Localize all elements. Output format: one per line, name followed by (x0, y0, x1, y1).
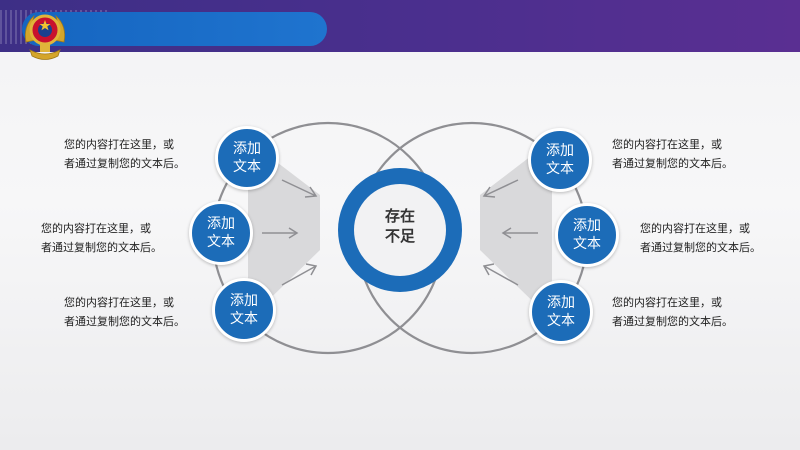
center-inner-circle (354, 184, 446, 276)
center-label-line2: 不足 (384, 227, 415, 245)
arrow-right-mid (501, 227, 538, 239)
bubble-left-mid-line2: 文本 (207, 234, 235, 250)
title-pill (22, 12, 327, 46)
bubble-right-bottom: 添加 文本 (529, 280, 593, 344)
bubble-right-top-line1: 添加 (546, 143, 574, 159)
right-highlight-wedge (480, 140, 552, 320)
text-left-bottom-line2: 者通过复制您的文本后。 (64, 315, 185, 328)
bubble-left-bottom-line2: 文本 (230, 311, 258, 327)
text-left-top-line1: 您的内容打在这里，或 (64, 138, 174, 151)
text-left-mid: 您的内容打在这里，或 者通过复制您的文本后。 (41, 219, 206, 257)
arrow-left-mid (262, 227, 299, 239)
bubble-left-mid-line1: 添加 (207, 216, 235, 232)
bubble-left-top: 添加 文本 (215, 126, 279, 190)
text-right-bottom-line2: 者通过复制您的文本后。 (612, 315, 733, 328)
text-right-mid-line2: 者通过复制您的文本后。 (640, 241, 761, 254)
arrow-left-bottom (281, 263, 318, 286)
text-right-mid: 您的内容打在这里，或 者通过复制您的文本后。 (640, 219, 800, 257)
text-right-top-line1: 您的内容打在这里，或 (612, 138, 722, 151)
text-right-top-line2: 者通过复制您的文本后。 (612, 157, 733, 170)
text-left-top: 您的内容打在这里，或 者通过复制您的文本后。 (64, 135, 229, 173)
bubble-right-mid: 添加 文本 (555, 203, 619, 267)
bubble-left-bottom-line1: 添加 (230, 293, 258, 309)
bubble-left-top-line1: 添加 (233, 141, 261, 157)
bubble-left-mid: 添加 文本 (189, 201, 253, 265)
text-right-bottom: 您的内容打在这里，或 者通过复制您的文本后。 (612, 293, 777, 331)
bubble-left-top-line2: 文本 (233, 159, 261, 175)
bubble-right-bottom-line2: 文本 (547, 313, 575, 329)
bubble-right-mid-line2: 文本 (573, 236, 601, 252)
text-left-bottom-line1: 您的内容打在这里，或 (64, 296, 174, 309)
text-right-mid-line1: 您的内容打在这里，或 (640, 222, 750, 235)
arrow-right-top (482, 179, 519, 198)
bubble-left-bottom: 添加 文本 (212, 278, 276, 342)
text-left-mid-line1: 您的内容打在这里，或 (41, 222, 151, 235)
arrow-left-top (281, 179, 318, 198)
bubble-right-mid-line1: 添加 (573, 218, 601, 234)
text-left-top-line2: 者通过复制您的文本后。 (64, 157, 185, 170)
text-right-top: 您的内容打在这里，或 者通过复制您的文本后。 (612, 135, 777, 173)
bubble-right-bottom-line1: 添加 (547, 295, 575, 311)
center-label-line1: 存在 (384, 207, 415, 225)
text-left-mid-line2: 者通过复制您的文本后。 (41, 241, 162, 254)
arrow-right-bottom (482, 263, 519, 286)
text-right-bottom-line1: 您的内容打在这里，或 (612, 296, 722, 309)
text-left-bottom: 您的内容打在这里，或 者通过复制您的文本后。 (64, 293, 229, 331)
bubble-right-top: 添加 文本 (528, 128, 592, 192)
left-highlight-wedge (248, 140, 320, 320)
police-emblem-icon (24, 14, 66, 60)
center-label: 存在 不足 (368, 206, 432, 246)
bubble-right-top-line2: 文本 (546, 161, 574, 177)
arrow-group (262, 179, 538, 286)
